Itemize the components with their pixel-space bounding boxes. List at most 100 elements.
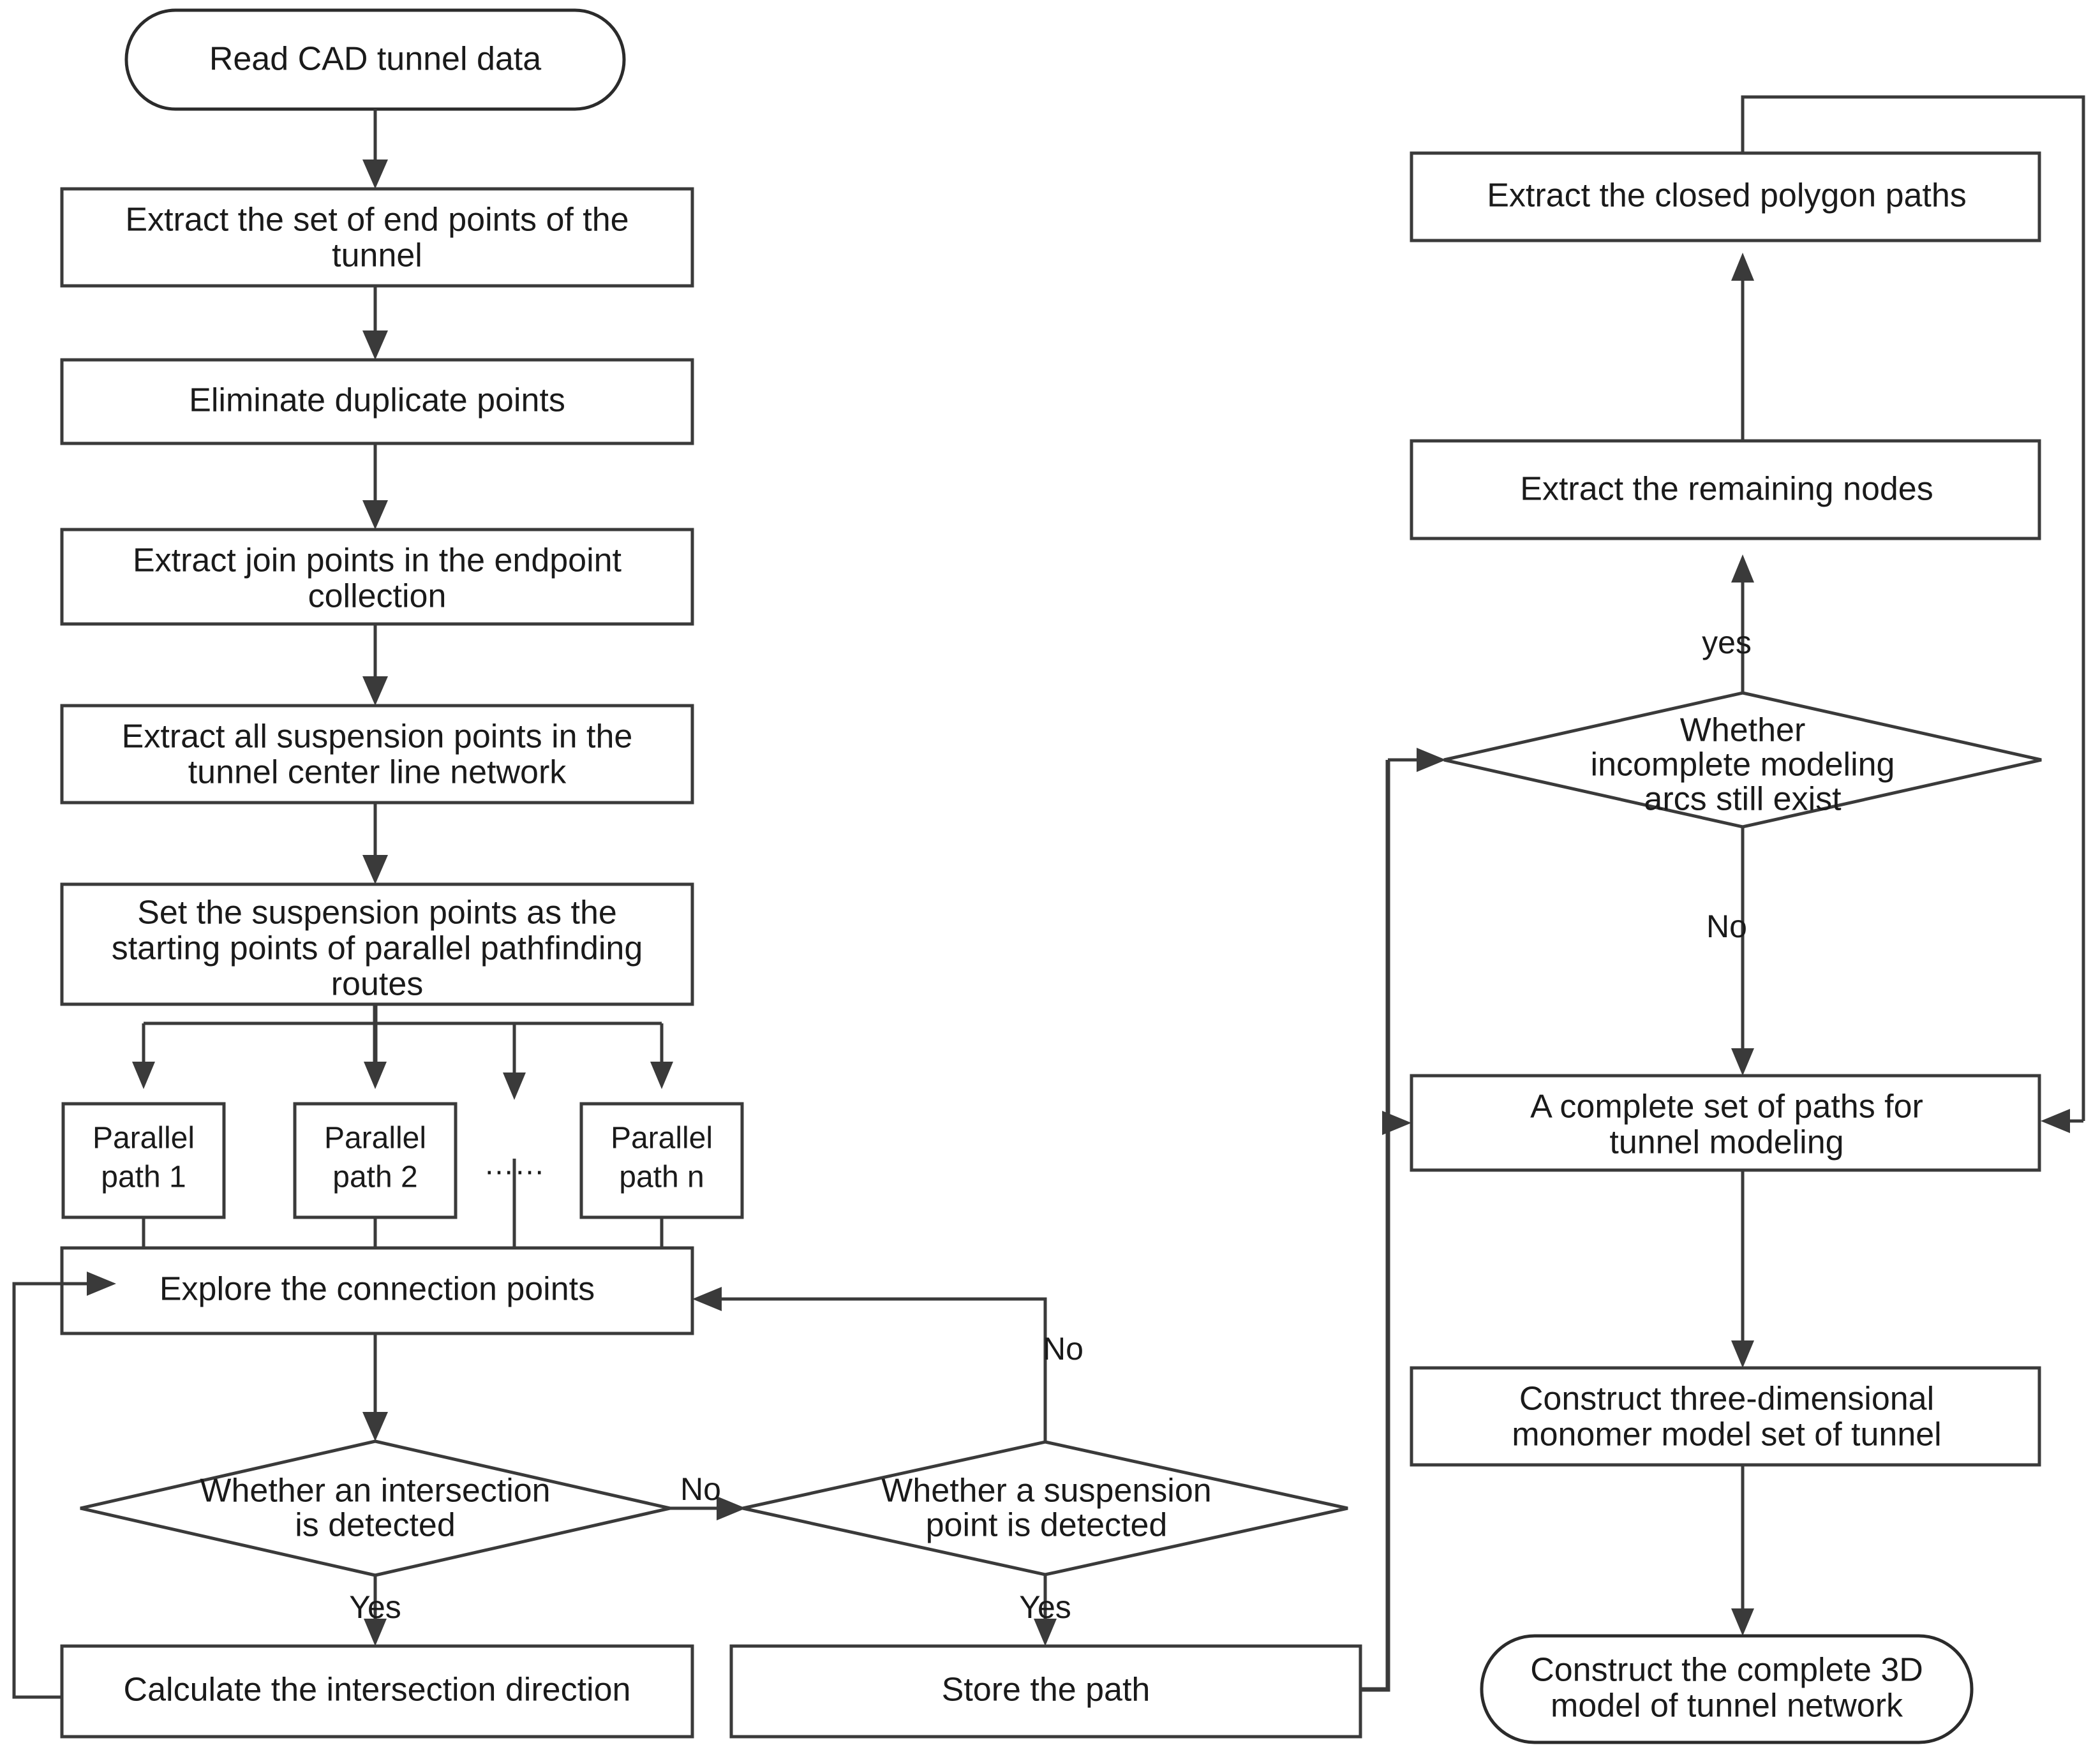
extract-join-points-label-1: Extract join points in the endpoint [133,542,622,579]
parallel-path-1-label-1: Parallel [93,1122,195,1155]
calculate-intersection-direction-label: Calculate the intersection direction [124,1672,631,1709]
node-parallel-path-1[interactable]: Parallel path 1 [61,1102,226,1219]
edge-label-yes-suspension: Yes [1019,1589,1071,1625]
extract-closed-polygon-paths-shape [1410,151,2041,242]
set-suspension-start-label-2: starting points of parallel pathfinding [112,930,643,967]
edge-monomer-to-construct3d [1731,1465,1754,1636]
construct-complete-3d-model-label-1: Construct the complete 3D [1530,1652,1923,1689]
node-store-the-path[interactable]: Store the path [729,1644,1362,1739]
extract-endpoints-shape [60,187,694,288]
arrow-head-icon [364,1619,387,1646]
edge-label-yes-intersection: Yes [349,1589,401,1625]
arrow-head-icon [362,160,388,189]
set-suspension-start-label-1: Set the suspension points as the [137,894,617,931]
set-suspension-start-shape [60,882,694,1006]
arrow-head-icon [1382,1111,1411,1135]
arrow-head-icon [362,500,388,530]
eliminate-duplicates-label: Eliminate duplicate points [189,382,565,419]
arrow-head-icon [362,1412,388,1441]
arrow-head-icon [2041,1109,2070,1133]
node-decision-intersection[interactable]: Whether an intersection is detected [80,1439,671,1577]
extract-suspension-points-label-2: tunnel center line network [188,754,567,791]
edge-explore-to-decision-intersection [362,1333,388,1441]
edge-fanout-parallel [132,1004,673,1100]
extract-join-points-label-2: collection [308,578,447,615]
edge-intersection-no: No [670,1471,746,1520]
explore-connection-points-label: Explore the connection points [160,1271,595,1308]
node-read-cad[interactable]: Read CAD tunnel data [124,8,626,111]
extract-endpoints-label-2: tunnel [332,237,422,274]
node-decision-incomplete-arcs[interactable]: Whether incomplete modeling arcs still e… [1443,691,2042,829]
arrow-head-icon [362,855,388,884]
node-parallel-path-2[interactable]: Parallel path 2 [293,1102,458,1219]
parallel-path-1-label-2: path 1 [101,1161,186,1194]
node-extract-suspension-points[interactable]: Extract all suspension points in the tun… [60,704,694,805]
complete-set-of-paths-shape [1410,1074,2041,1172]
edge-suspension-to-setsuspension [362,803,388,884]
arrow-head-icon [692,1287,722,1311]
extract-suspension-points-shape [60,704,694,805]
calculate-intersection-direction-shape [60,1644,694,1739]
node-parallel-path-n[interactable]: Parallel path n [579,1102,744,1219]
arrow-head-icon [362,330,388,360]
extract-closed-polygon-paths-label: Extract the closed polygon paths [1487,177,1967,214]
eliminate-duplicates-shape [60,358,694,445]
node-decision-suspension[interactable]: Whether a suspension point is detected [742,1440,1348,1577]
edge-label-no-arcs: No [1706,909,1747,944]
node-extract-endpoints[interactable]: Extract the set of end points of the tun… [60,187,694,288]
edge-endpoints-to-eliminate [362,286,388,360]
edge-arcs-no: No [1706,827,1754,1076]
edge-join-to-suspension [362,624,388,706]
arrow-head-icon [1731,1048,1754,1076]
decision-suspension-label-1: Whether a suspension [881,1473,1211,1510]
arrow-head-icon [1731,1340,1754,1368]
arrow-head-icon [717,1496,746,1520]
edge-suspension-yes: Yes [1019,1575,1071,1646]
edge-line [12,1282,101,1699]
arrow-head-icon [364,1062,387,1089]
parallel-path-2-label-2: path 2 [332,1161,417,1194]
parallel-path-n-label-2: path n [619,1161,704,1194]
arrow-head-icon [87,1272,116,1296]
construct-complete-3d-model-label-2: model of tunnel network [1551,1688,1903,1725]
decision-intersection-label-1: Whether an intersection [200,1473,550,1510]
node-extract-remaining-nodes[interactable]: Extract the remaining nodes [1410,439,2041,540]
decision-incomplete-arcs-label-3: arcs still exist [1644,781,1842,818]
edge-label-no-intersection: No [680,1471,721,1507]
construct-monomer-model-shape [1410,1366,2041,1467]
decision-intersection-label-2: is detected [295,1507,456,1544]
decision-suspension-label-2: point is detected [926,1507,1168,1544]
parallel-path-n-label-1: Parallel [611,1122,713,1155]
construct-complete-3d-model-shape [1480,1634,1974,1744]
arrow-head-icon [1731,554,1754,583]
extract-remaining-nodes-shape [1410,439,2041,540]
node-construct-complete-3d-model[interactable]: Construct the complete 3D model of tunne… [1480,1634,1974,1744]
edge-polygon-feedback-down [1741,95,2085,1133]
explore-connection-points-shape [60,1246,694,1335]
complete-set-of-paths-label-1: A complete set of paths for [1530,1088,1923,1125]
arrow-head-icon [1731,253,1754,281]
extract-endpoints-label-1: Extract the set of end points of the [125,202,629,239]
node-extract-join-points[interactable]: Extract join points in the endpoint coll… [60,528,694,626]
node-extract-closed-polygon-paths[interactable]: Extract the closed polygon paths [1410,151,2041,242]
arrow-head-icon [132,1062,155,1089]
node-construct-monomer-model[interactable]: Construct three-dimensional monomer mode… [1410,1366,2041,1467]
arrow-head-icon [503,1072,526,1100]
extract-remaining-nodes-label: Extract the remaining nodes [1520,471,1933,508]
node-complete-set-of-paths[interactable]: A complete set of paths for tunnel model… [1410,1074,2041,1172]
extract-suspension-points-label-1: Extract all suspension points in the [122,718,633,755]
edge-label-no-suspension: No [1043,1331,1084,1367]
edge-label-yes-arcs: yes [1702,625,1752,660]
arrow-head-icon [362,676,388,706]
edge-line [708,1297,1047,1442]
edge-line [1360,760,1390,1692]
node-calculate-intersection-direction[interactable]: Calculate the intersection direction [60,1644,694,1739]
edge-calculate-back-to-explore [12,1272,116,1699]
node-eliminate-duplicates[interactable]: Eliminate duplicate points [60,358,694,445]
node-explore-connection-points[interactable]: Explore the connection points [60,1246,694,1335]
construct-monomer-model-label-2: monomer model set of tunnel [1512,1416,1941,1453]
construct-monomer-model-label-1: Construct three-dimensional [1519,1381,1934,1418]
node-set-suspension-start[interactable]: Set the suspension points as the startin… [60,882,694,1006]
